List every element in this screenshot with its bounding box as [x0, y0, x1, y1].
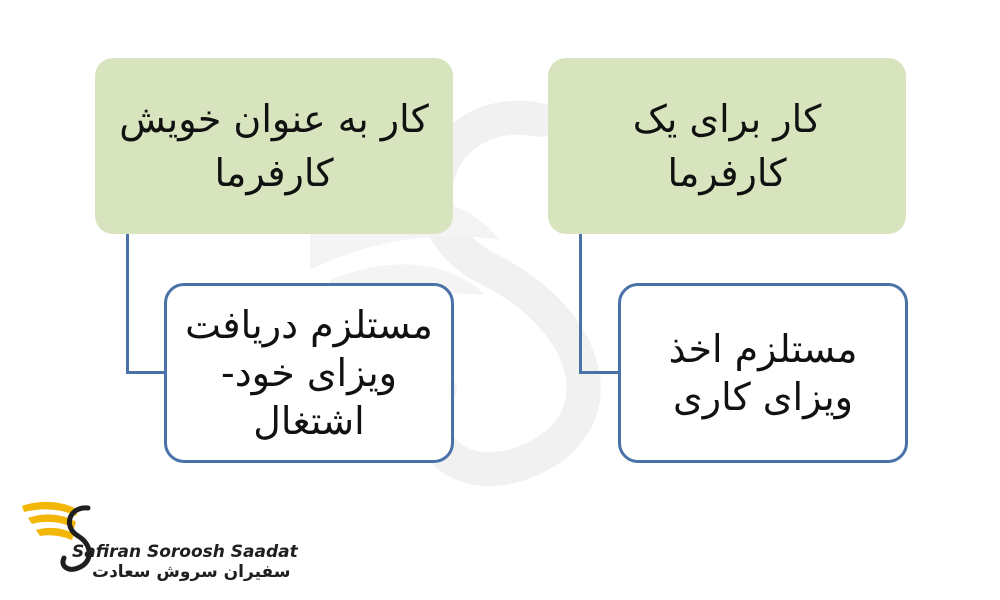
top-box-left-label: کار به عنوان خویش کارفرما	[119, 97, 429, 195]
logo-name-fa: سفیران سروش سعادت	[92, 562, 291, 582]
top-box-right: کار برای یک کارفرما	[548, 58, 906, 234]
logo-name-en: Safiran Soroosh Saadat	[72, 542, 298, 562]
connector-right	[579, 234, 621, 374]
child-box-right: مستلزم اخذ ویزای کاری	[618, 283, 908, 463]
logo-wing-icon	[22, 501, 92, 572]
top-box-left: کار به عنوان خویش کارفرما	[95, 58, 453, 234]
child-box-right-label: مستلزم اخذ ویزای کاری	[668, 327, 858, 419]
connector-left	[126, 234, 166, 374]
top-box-right-label: کار برای یک کارفرما	[632, 97, 822, 195]
child-box-left: مستلزم دریافت ویزای خود- اشتغال	[164, 283, 454, 463]
child-box-left-label: مستلزم دریافت ویزای خود- اشتغال	[185, 303, 433, 443]
